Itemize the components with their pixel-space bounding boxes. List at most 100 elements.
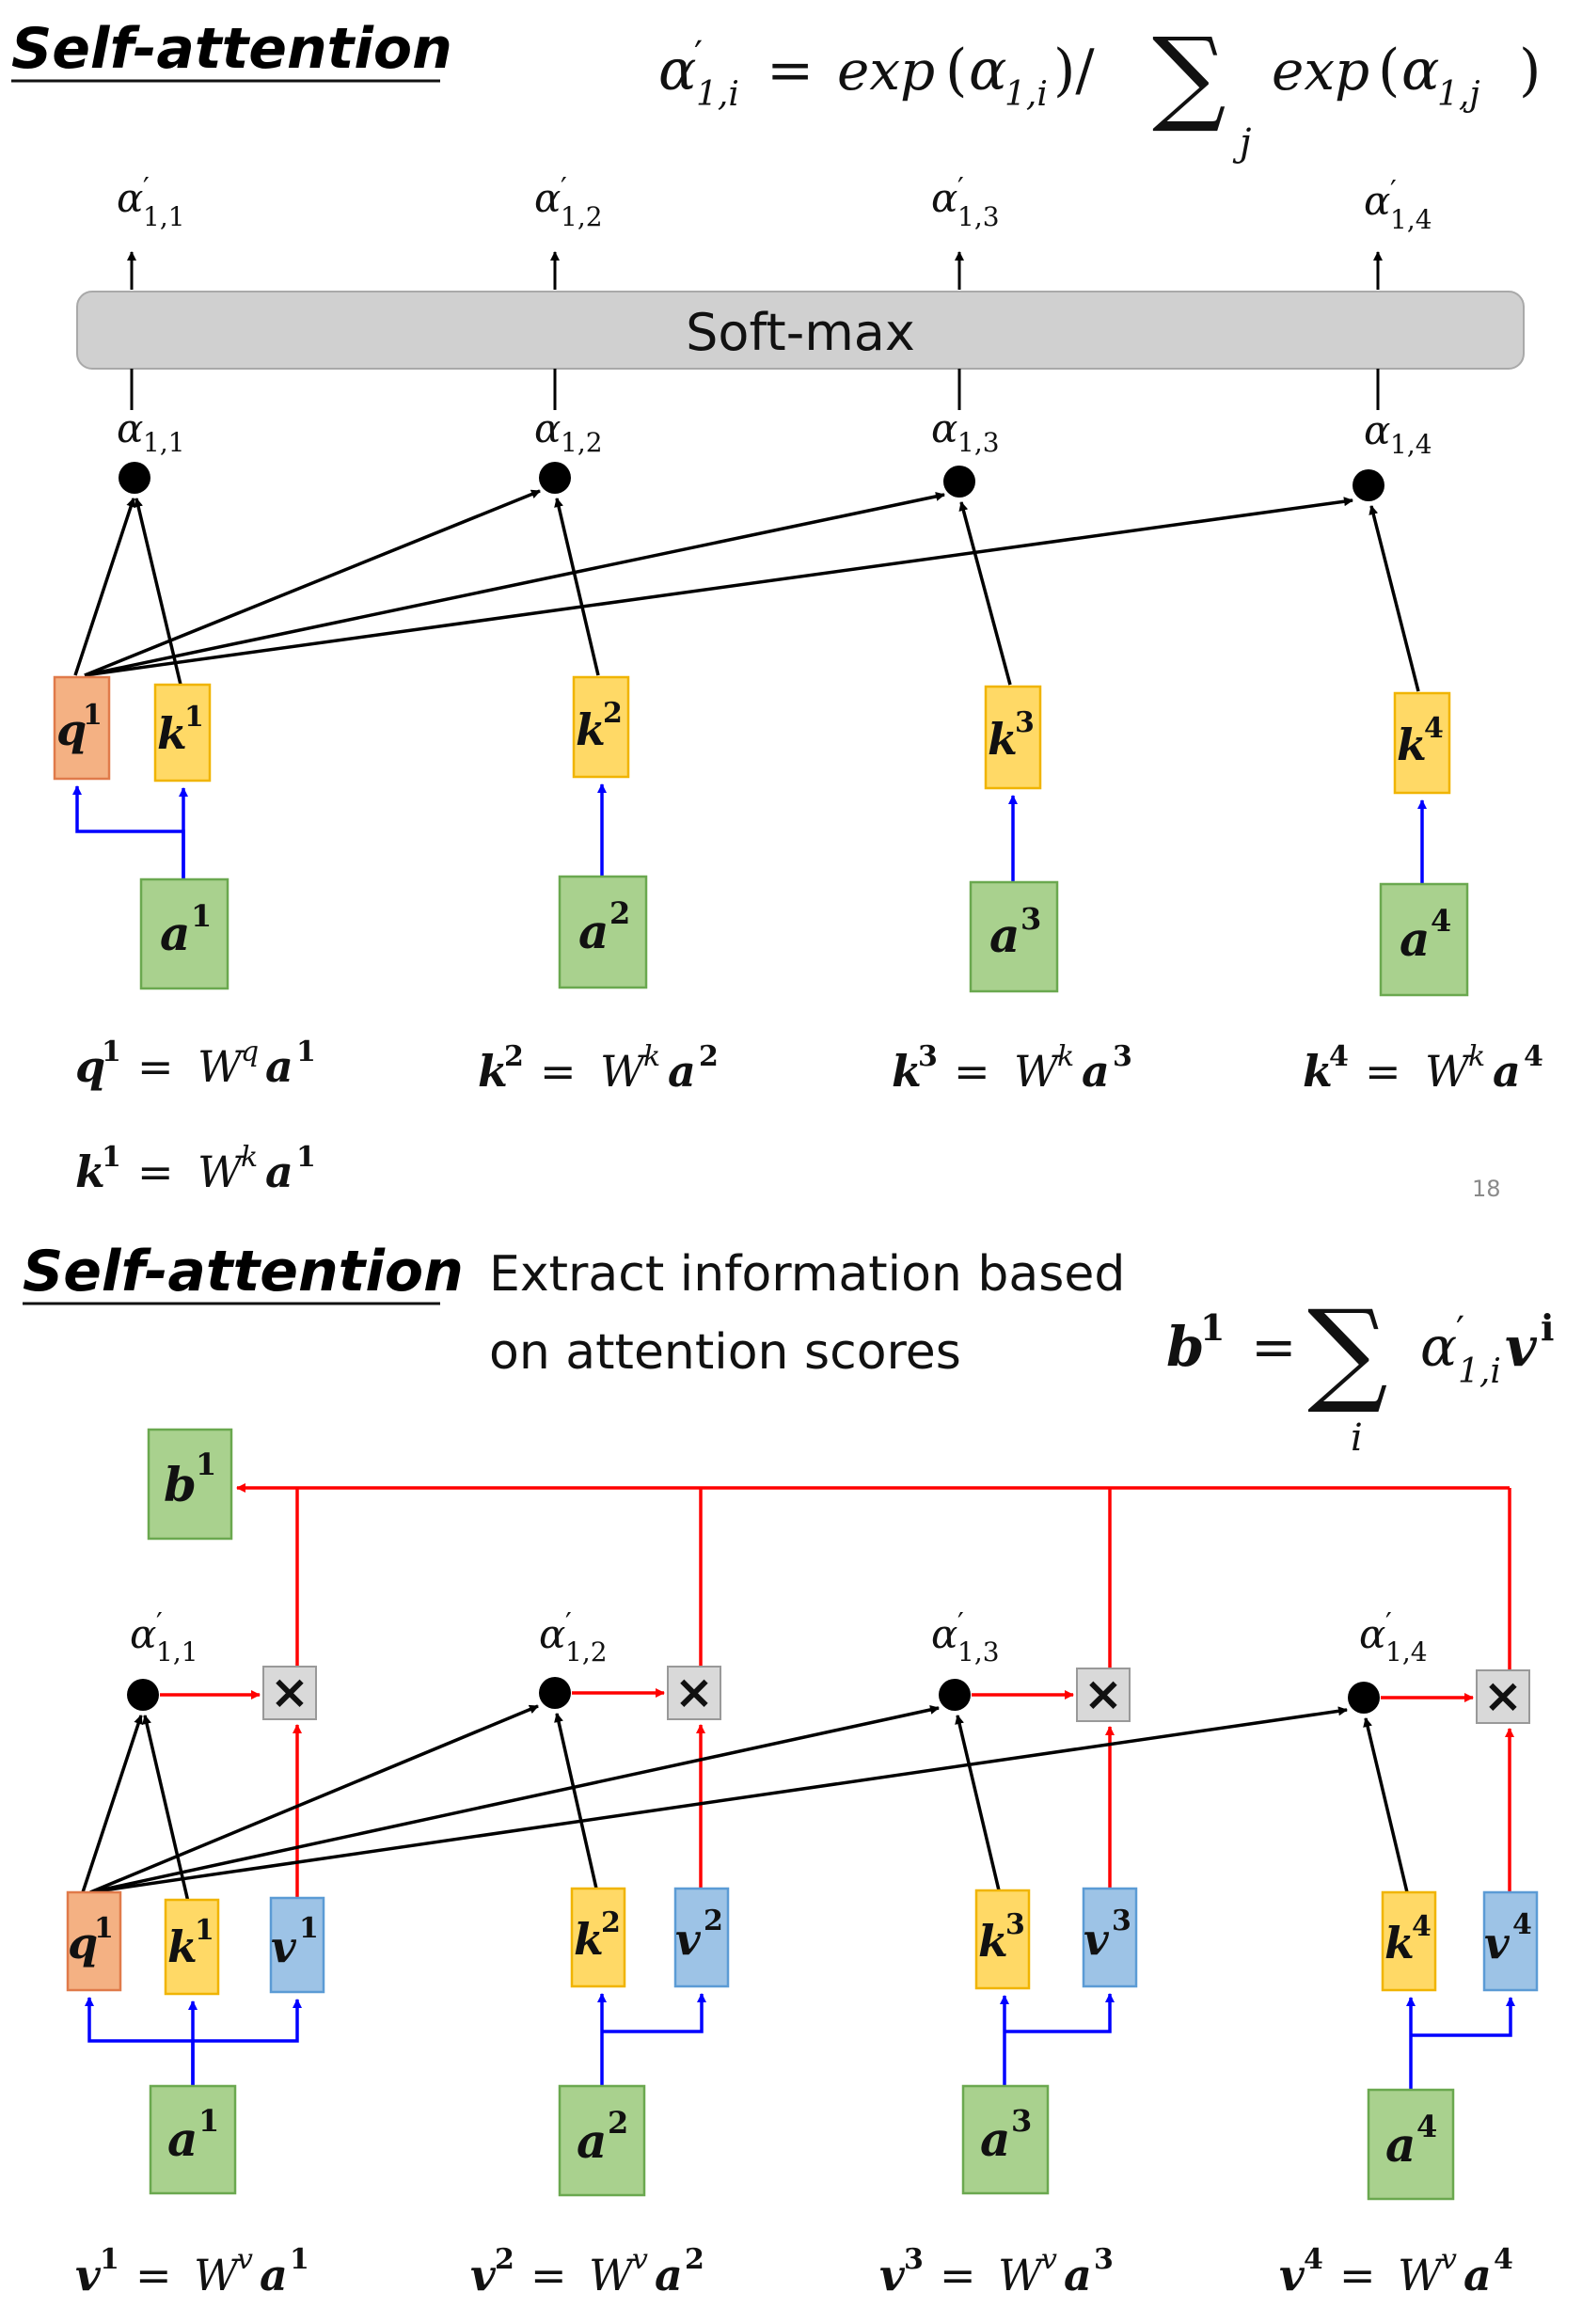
svg-text:a: a	[655, 2250, 683, 2300]
weight-to-multiply-arrows	[160, 1688, 1474, 1702]
equation-k1: k 1 = W k a 1	[75, 1141, 316, 1197]
svg-text:a: a	[577, 2113, 607, 2169]
svg-text:k: k	[1397, 719, 1427, 770]
svg-text:v: v	[1041, 2243, 1057, 2276]
softmax-output-arrows	[127, 251, 1383, 290]
input-box-a3-s2: a 3	[961, 2084, 1050, 2195]
svg-text:1: 1	[296, 1036, 316, 1068]
svg-text:=: =	[137, 1041, 174, 1092]
svg-text:k: k	[1057, 1040, 1074, 1073]
svg-text:k: k	[1384, 1918, 1415, 1968]
svg-text:a: a	[1385, 2117, 1416, 2173]
svg-text:1: 1	[100, 2243, 119, 2276]
equation-v3: v 3 = W v a 3	[879, 2243, 1114, 2300]
svg-text:′: ′	[156, 1607, 163, 1640]
softmax-outputs: α ′ 1,1 α ′ 1,2 α ′ 1,3 α ′ 1,4	[117, 172, 1432, 235]
svg-text:k: k	[157, 708, 187, 759]
equation-q1: q 1 = W q a 1	[75, 1036, 316, 1092]
svg-text:a: a	[1082, 1046, 1110, 1097]
slide-1-title: Self-attention	[11, 16, 452, 82]
equation-k2: k 2 = W k a 2	[478, 1040, 719, 1097]
svg-text:a: a	[265, 1041, 293, 1092]
svg-text:2: 2	[704, 1905, 723, 1937]
svg-text:W: W	[1014, 1046, 1062, 1097]
svg-text:=: =	[1365, 1046, 1401, 1097]
svg-text:α: α	[931, 1611, 957, 1657]
svg-text:2: 2	[608, 2105, 628, 2141]
weight-alpha-prime-1-2: α ′ 1,2	[539, 1607, 608, 1668]
svg-text:3: 3	[1113, 1040, 1132, 1073]
svg-text:1,1: 1,1	[143, 427, 185, 458]
svg-text:1: 1	[94, 1912, 114, 1945]
svg-text:1: 1	[1200, 1306, 1225, 1349]
svg-text:v: v	[470, 2250, 497, 2300]
multiply-node-2: ×	[667, 1665, 721, 1720]
svg-text:1,4: 1,4	[1390, 204, 1432, 235]
svg-text:v: v	[1084, 1914, 1110, 1965]
svg-text:4: 4	[1512, 1908, 1532, 1941]
svg-text:1: 1	[195, 1914, 214, 1947]
svg-text:3: 3	[918, 1040, 938, 1073]
svg-text:=: =	[135, 2250, 172, 2300]
svg-text:a: a	[160, 906, 190, 961]
svg-text:′: ′	[143, 172, 150, 205]
svg-text:k: k	[892, 1046, 922, 1097]
input-boxes: a 1 a 2 a 3 a 4	[139, 875, 1469, 997]
svg-text:k: k	[1303, 1046, 1333, 1097]
svg-text:j: j	[1232, 121, 1251, 165]
svg-text:a: a	[1400, 911, 1430, 967]
svg-text:3: 3	[1011, 2103, 1032, 2139]
svg-text:)/: )/	[1053, 38, 1095, 103]
svg-text:2: 2	[609, 895, 630, 931]
svg-text:2: 2	[685, 2243, 704, 2276]
svg-text:): )	[1519, 38, 1541, 103]
svg-text:a: a	[1463, 2250, 1492, 2300]
svg-text:α: α	[1359, 1611, 1385, 1657]
equation-v1: v 1 = W v a 1	[75, 2243, 309, 2300]
dot-node-3	[943, 466, 975, 498]
value-box-v3: v 3	[1082, 1887, 1138, 1988]
projection-equations: q 1 = W q a 1 k 2 = W k a 2 k 3 = W	[75, 1036, 1543, 1197]
svg-text:1: 1	[102, 1036, 121, 1068]
svg-text:α: α	[539, 1611, 565, 1657]
weight-node-3	[939, 1679, 971, 1711]
svg-text:v: v	[75, 2250, 102, 2300]
svg-text:a: a	[668, 1046, 696, 1097]
svg-text:1: 1	[83, 699, 103, 732]
svg-text:exp: exp	[837, 39, 935, 103]
slide-2-qkv-boxes: q 1 k 1 v 1 k 2 v 2	[66, 1887, 1539, 1996]
svg-text:1,2: 1,2	[561, 427, 603, 458]
svg-text:′: ′	[561, 172, 567, 205]
svg-text:k: k	[574, 1914, 604, 1965]
slide-2: Self-attention Extract information based…	[23, 1239, 1554, 2300]
svg-text:α: α	[1420, 1315, 1457, 1379]
svg-text:1,1: 1,1	[143, 201, 185, 232]
equation-v4: v 4 = W v a 4	[1279, 2243, 1513, 2300]
attention-scores: α 1,1 α 1,2 α 1,3 α 1,4	[117, 405, 1432, 460]
input-box-a4: a 4	[1379, 882, 1469, 997]
svg-text:k: k	[978, 1916, 1008, 1967]
input-box-a2-s2: a 2	[558, 2084, 646, 2197]
output-alpha-prime-1-3: α ′ 1,3	[931, 172, 1000, 232]
svg-text:k: k	[167, 1921, 198, 1972]
equation-v2: v 2 = W v a 2	[470, 2243, 704, 2300]
svg-text:2: 2	[504, 1040, 524, 1073]
input-projection-arrows	[72, 783, 1427, 884]
value-box-v4: v 4	[1482, 1890, 1539, 1992]
svg-text:1,3: 1,3	[957, 427, 1000, 458]
svg-text:W: W	[1398, 2250, 1446, 2300]
svg-text:1: 1	[296, 1141, 316, 1174]
svg-text:4: 4	[1431, 903, 1451, 939]
svg-text:k: k	[1468, 1040, 1485, 1073]
svg-text:a: a	[1493, 1046, 1521, 1097]
svg-text:(: (	[1378, 38, 1400, 103]
output-alpha-prime-1-2: α ′ 1,2	[534, 172, 603, 232]
svg-text:×: ×	[1483, 1668, 1523, 1723]
multiply-nodes: × × × ×	[262, 1665, 1530, 1724]
value-to-multiply-arrows	[293, 1724, 1514, 1898]
multiply-node-1: ×	[262, 1665, 317, 1720]
svg-text:q: q	[241, 1036, 259, 1068]
svg-text:α: α	[931, 175, 957, 221]
svg-text:v: v	[237, 2243, 253, 2276]
svg-text:v: v	[879, 2250, 906, 2300]
